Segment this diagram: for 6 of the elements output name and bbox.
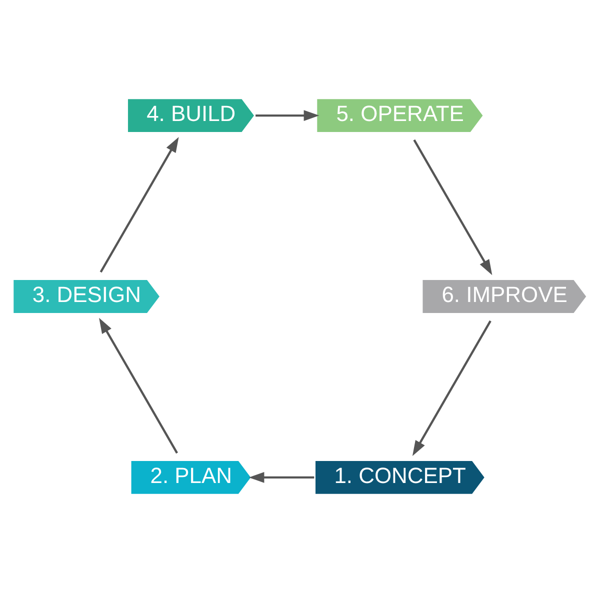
arrow xyxy=(256,110,320,120)
arrow xyxy=(248,472,314,482)
arrow xyxy=(412,320,492,456)
arrow xyxy=(99,317,178,454)
arrow xyxy=(413,138,492,275)
arrow xyxy=(100,136,179,272)
